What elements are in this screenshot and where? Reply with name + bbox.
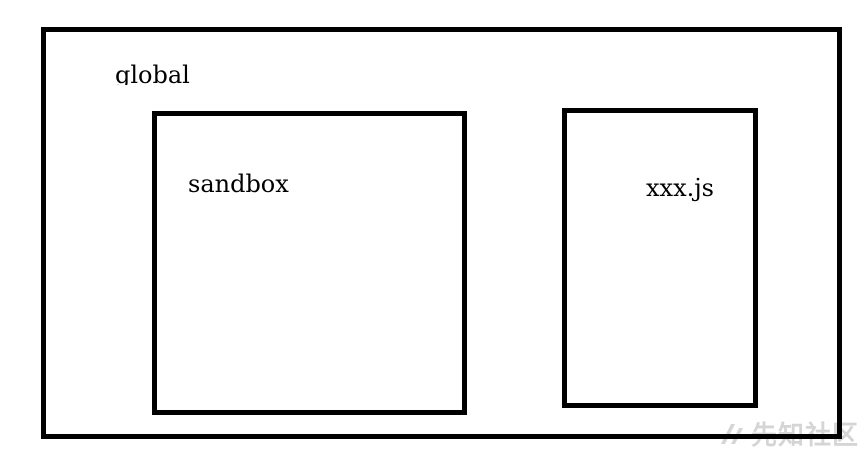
watermark-logo-icon — [720, 423, 743, 444]
global-label: global — [115, 63, 190, 85]
sandbox-label: sandbox — [188, 170, 289, 198]
script-file-label: xxx.js — [646, 174, 714, 202]
watermark: 先知社区 — [719, 415, 859, 452]
sandbox-box — [152, 111, 467, 415]
script-file-box — [562, 108, 758, 408]
watermark-text: 先知社区 — [750, 421, 859, 451]
